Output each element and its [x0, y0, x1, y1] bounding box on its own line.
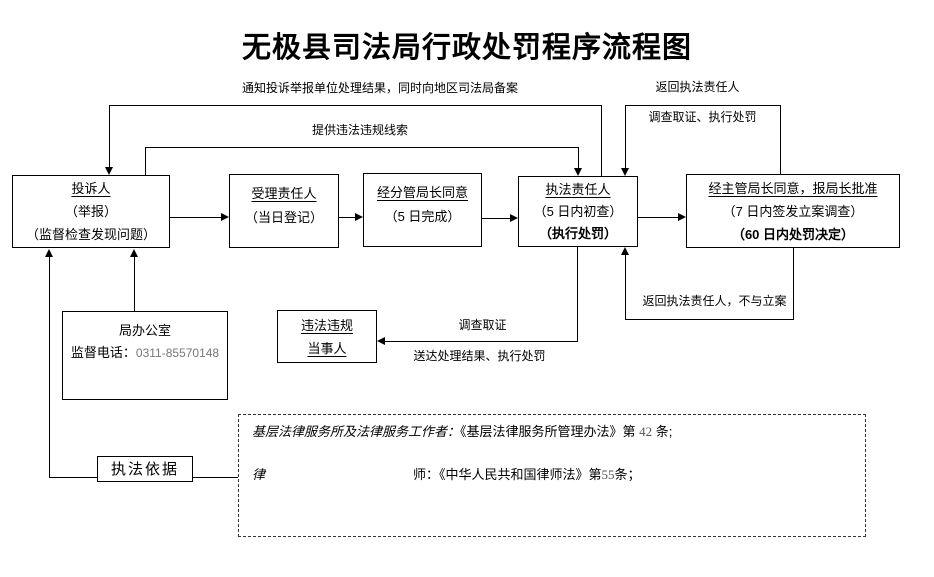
legal-article-number: 42 — [639, 424, 653, 439]
page-title: 无极县司法局行政处罚程序流程图 — [241, 32, 692, 64]
legal-text: 《基层法律服务所管理办法》 — [460, 424, 623, 439]
flow-line — [49, 257, 50, 478]
node-line: （执行处罚） — [538, 225, 617, 241]
node-line: （当日登记） — [244, 210, 323, 225]
flow-line — [109, 105, 601, 106]
legal-note-line1: 基层法律服务所及法律服务工作者：《基层法律服务所管理办法》第 42 条; — [252, 421, 672, 440]
flow-line — [625, 105, 780, 106]
arrowhead — [510, 214, 518, 222]
flow-line — [780, 105, 781, 175]
arrowhead — [678, 213, 686, 221]
legal-text: 条; — [652, 424, 673, 439]
legal-text: 师：《中华人民共和国律师法》第 — [413, 467, 602, 482]
flow-line — [578, 147, 579, 169]
flow-line — [625, 105, 626, 169]
node-title: 经主管局长同意，报局长批准 — [708, 180, 878, 196]
node-acceptor: 受理责任人 （当日登记） — [229, 174, 339, 248]
flow-line — [625, 319, 793, 320]
node-line: （60 日内处罚决定） — [731, 226, 855, 242]
node-line: （7 日内签发立案调查） — [722, 203, 864, 219]
arrowhead — [105, 167, 113, 175]
flow-line — [793, 247, 794, 320]
arrowhead — [574, 168, 582, 176]
phone-number: 0311-85570148 — [135, 346, 220, 360]
edge-label-clues: 提供违法违规线索 — [311, 123, 408, 137]
node-enforcer: 执法责任人 （5 日内初查） （执行处罚） — [518, 176, 638, 247]
flow-line — [134, 257, 135, 311]
node-title: 经分管局长同意 — [376, 185, 468, 200]
flow-line — [170, 217, 222, 218]
edge-label-investigate-punish: 调查取证、执行处罚 — [648, 110, 757, 124]
flow-line — [145, 147, 578, 148]
edge-label-notify: 通知投诉举报单位处理结果，同时向地区司法局备案 — [241, 81, 518, 95]
legal-text: 律 — [252, 467, 266, 482]
flow-line — [193, 477, 238, 478]
node-title: 当事人 — [307, 340, 347, 356]
arrowhead — [621, 168, 629, 176]
legal-text: 条； — [614, 467, 641, 482]
node-title: 受理责任人 — [251, 186, 317, 201]
legal-basis-note-box: 基层法律服务所及法律服务工作者：《基层法律服务所管理办法》第 42 条; 律 师：… — [238, 414, 866, 537]
node-title: 执法责任人 — [545, 181, 611, 197]
node-complainant: 投诉人 （举报） （监督检查发现问题） — [12, 175, 170, 248]
phone-label: 监督电话： — [70, 345, 136, 360]
arrowhead — [45, 249, 53, 257]
edge-label-investigate: 调查取证 — [458, 318, 507, 332]
node-line: （5 日内初查） — [533, 203, 623, 219]
flow-line — [109, 105, 110, 168]
legal-text: 第 — [622, 424, 640, 439]
node-title: 执法依据 — [110, 460, 179, 478]
node-chief-approval: 经主管局长同意，报局长批准 （7 日内签发立案调查） （60 日内处罚决定） — [686, 174, 900, 248]
node-enforcement-basis: 执法依据 — [97, 456, 193, 482]
node-line: 监督电话：0311-85570148 — [71, 342, 219, 364]
node-violating-party: 违法违规 当事人 — [277, 310, 377, 363]
edge-label-deliver: 送达处理结果、执行处罚 — [413, 349, 546, 363]
flow-line — [339, 217, 356, 218]
arrowhead — [221, 213, 229, 221]
node-deputy-approval: 经分管局长同意 （5 日完成） — [363, 173, 482, 247]
node-line: （监督检查发现问题） — [25, 227, 156, 242]
legal-note-line2: 律 师：《中华人民共和国律师法》第55条； — [252, 464, 641, 483]
flow-line — [638, 217, 679, 218]
flow-line — [145, 147, 146, 176]
arrowhead — [355, 213, 363, 221]
edge-label-return-top: 返回执法责任人 — [655, 80, 740, 94]
node-line: （举报） — [64, 204, 117, 219]
arrowhead — [621, 247, 629, 255]
flow-line — [577, 246, 578, 342]
flow-line — [625, 254, 626, 320]
edge-label-return-bottom: 返回执法责任人，不与立案 — [642, 294, 787, 308]
flow-line — [385, 341, 578, 342]
arrowhead — [377, 337, 385, 345]
flow-line — [49, 477, 97, 478]
flow-line — [601, 105, 602, 177]
legal-text: 基层法律服务所及法律服务工作者： — [252, 424, 461, 439]
flow-line — [482, 218, 511, 219]
legal-article-number: 55 — [601, 467, 615, 482]
node-title: 违法违规 — [300, 317, 353, 333]
node-bureau-office: 局办公室 监督电话：0311-85570148 — [62, 311, 228, 400]
node-title: 局办公室 — [118, 323, 171, 338]
node-line: （5 日完成） — [384, 209, 461, 224]
arrowhead — [130, 249, 138, 257]
node-title: 投诉人 — [71, 181, 111, 196]
